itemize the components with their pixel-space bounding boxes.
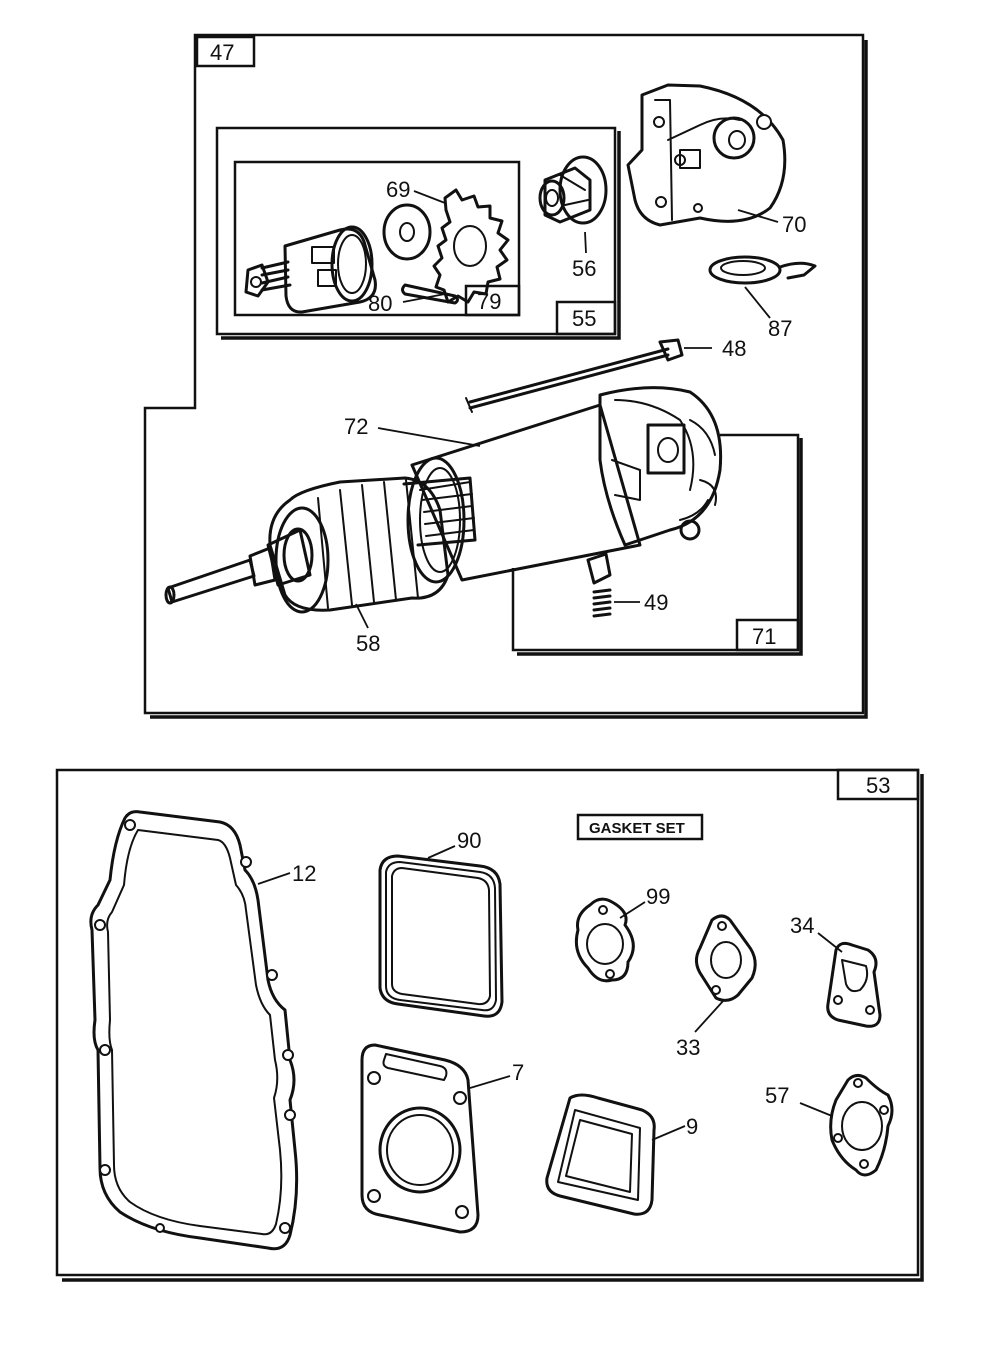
gasket-kit-frame: 53 bbox=[55, 768, 924, 1282]
brush-kit-frame: 71 bbox=[511, 433, 803, 656]
drive-clutch-housing bbox=[244, 225, 377, 314]
callout-48: 48 bbox=[722, 336, 746, 361]
exhaust-gasket-34 bbox=[826, 941, 882, 1028]
air-cleaner-gasket bbox=[545, 1093, 656, 1216]
through-bolt bbox=[465, 338, 684, 413]
dust-seal bbox=[708, 255, 817, 285]
lower-callout-labels: 90 12 99 34 33 7 9 57 bbox=[292, 828, 814, 1139]
callout-57: 57 bbox=[765, 1083, 789, 1108]
callout-69: 69 bbox=[386, 177, 410, 202]
callout-34: 34 bbox=[790, 913, 814, 938]
callout-99: 99 bbox=[646, 884, 670, 909]
callout-58: 58 bbox=[356, 631, 380, 656]
callout-56: 56 bbox=[572, 256, 596, 281]
brush-end-cap bbox=[598, 386, 723, 547]
armature bbox=[164, 476, 477, 614]
callout-80: 80 bbox=[368, 291, 392, 316]
callout-49: 49 bbox=[644, 590, 668, 615]
valve-cover-gasket bbox=[378, 854, 504, 1018]
callout-12: 12 bbox=[292, 861, 316, 886]
muffler-gasket-57 bbox=[829, 1073, 894, 1177]
upper-leader-lines bbox=[355, 190, 779, 629]
kit-number-71: 71 bbox=[752, 624, 776, 649]
crankcase-gasket bbox=[89, 810, 299, 1251]
drive-assembly-frame: 55 bbox=[215, 126, 621, 340]
stop-nut bbox=[538, 155, 608, 225]
brush-spring bbox=[586, 552, 612, 618]
kit-number-53: 53 bbox=[866, 773, 890, 798]
carburetor-gasket-99 bbox=[574, 897, 635, 983]
pinion-gear bbox=[432, 188, 510, 304]
drive-end-cap bbox=[626, 83, 787, 227]
kit-number-47: 47 bbox=[210, 40, 234, 65]
callout-87: 87 bbox=[768, 316, 792, 341]
gasket-set-title: GASKET SET bbox=[589, 820, 685, 837]
thrust-washer bbox=[382, 203, 432, 261]
intake-gasket-33 bbox=[695, 914, 757, 1002]
cylinder-head-gasket bbox=[360, 1043, 480, 1234]
callout-72: 72 bbox=[344, 414, 368, 439]
callout-9: 9 bbox=[686, 1114, 698, 1139]
starter-motor-kit-frame: 47 bbox=[143, 33, 868, 719]
callout-90: 90 bbox=[457, 828, 481, 853]
upper-callout-labels: 69 56 70 80 87 48 72 49 58 bbox=[344, 177, 806, 656]
callout-7: 7 bbox=[512, 1060, 524, 1085]
callout-33: 33 bbox=[676, 1035, 700, 1060]
retaining-ring bbox=[401, 283, 459, 305]
callout-70: 70 bbox=[782, 212, 806, 237]
kit-number-55: 55 bbox=[572, 306, 596, 331]
gasket-set-title-box: GASKET SET bbox=[576, 813, 704, 841]
lower-leader-lines bbox=[257, 845, 843, 1141]
